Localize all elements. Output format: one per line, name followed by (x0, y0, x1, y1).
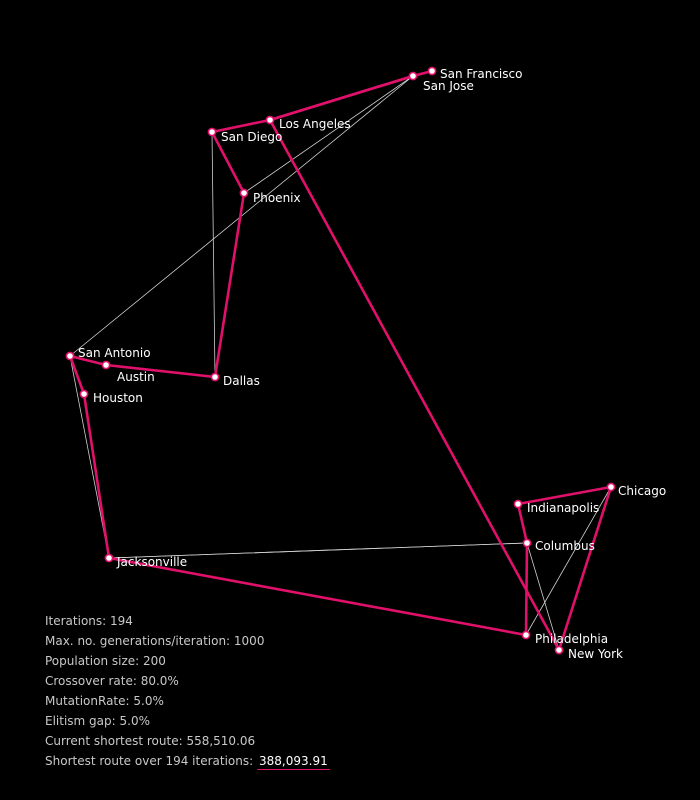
city-node-san-francisco (427, 66, 437, 76)
city-label-san-jose: San Jose (423, 79, 474, 93)
city-node-dallas (210, 372, 220, 382)
city-label-houston: Houston (93, 391, 143, 405)
best-route-segment (68, 354, 86, 396)
city-node-philadelphia (521, 630, 531, 640)
best-route-segment (516, 485, 613, 506)
city-node-los-angeles (265, 115, 275, 125)
city-label-san-francisco: San Francisco (440, 67, 522, 81)
stat-shortest-label: Shortest route over 194 iterations: (45, 754, 254, 768)
city-node-san-antonio (65, 351, 75, 361)
city-node-austin (101, 360, 111, 370)
city-node-chicago (606, 482, 616, 492)
city-label-san-diego: San Diego (221, 130, 282, 144)
best-route-layer (68, 69, 613, 652)
current-route-segment (526, 542, 560, 651)
current-route-segment (108, 542, 528, 559)
city-node-indianapolis (513, 499, 523, 509)
city-node-columbus (522, 538, 532, 548)
best-route-segment (68, 354, 108, 367)
best-route-segment (210, 118, 272, 134)
city-node-houston (79, 389, 89, 399)
best-route-segment (516, 502, 529, 545)
city-label-indianapolis: Indianapolis (527, 501, 599, 515)
stat-current-shortest: Current shortest route: 558,510.06 (45, 734, 256, 748)
city-label-chicago: Chicago (618, 484, 666, 498)
stat-mutation-rate: MutationRate: 5.0% (45, 694, 164, 708)
city-label-dallas: Dallas (223, 374, 260, 388)
city-label-new-york: New York (568, 647, 623, 661)
city-node-san-jose (408, 71, 418, 81)
city-label-austin: Austin (117, 370, 155, 384)
current-route-segment (69, 355, 110, 559)
city-label-columbus: Columbus (535, 539, 595, 553)
city-label-jacksonville: Jacksonville (116, 555, 187, 569)
stats-panel: Iterations: 194 Max. no. generations/ite… (45, 611, 330, 771)
city-node-jacksonville (104, 553, 114, 563)
stat-shortest-overall: Shortest route over 194 iterations: 388,… (45, 751, 330, 771)
city-node-phoenix (239, 188, 249, 198)
city-label-los-angeles: Los Angeles (279, 117, 351, 131)
best-route-segment (268, 74, 415, 122)
best-route-segment (268, 118, 561, 652)
current-route-segment (211, 131, 216, 378)
city-label-philadelphia: Philadelphia (535, 632, 608, 646)
best-route-segment (210, 130, 246, 195)
best-route-segment (557, 485, 613, 652)
city-node-san-diego (207, 127, 217, 137)
city-label-san-antonio: San Antonio (78, 346, 151, 360)
current-route-segment (243, 75, 414, 194)
best-route-segment (104, 363, 217, 379)
city-node-new-york (554, 645, 564, 655)
current-route-segment (525, 486, 612, 636)
stat-iterations: Iterations: 194 (45, 614, 133, 628)
city-nodes-layer (65, 66, 616, 655)
stat-elitism-gap: Elitism gap: 5.0% (45, 714, 150, 728)
stat-shortest-value: 388,093.91 (257, 754, 330, 770)
stat-crossover-rate: Crossover rate: 80.0% (45, 674, 179, 688)
stat-population-size: Population size: 200 (45, 654, 166, 668)
stat-max-generations: Max. no. generations/iteration: 1000 (45, 634, 265, 648)
city-label-phoenix: Phoenix (253, 191, 301, 205)
best-route-segment (82, 392, 111, 560)
best-route-segment (213, 191, 246, 379)
best-route-segment (107, 556, 528, 637)
